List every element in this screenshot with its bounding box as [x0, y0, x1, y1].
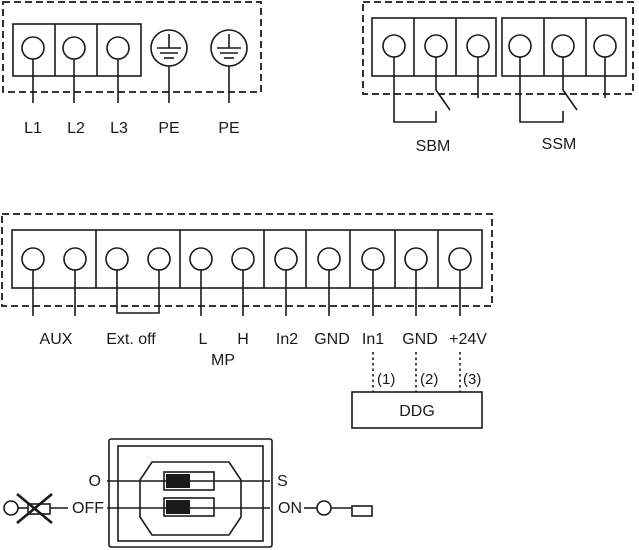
label-off: OFF: [72, 500, 104, 517]
pin-2-label: (2): [420, 371, 438, 388]
label-sbm: SBM: [416, 138, 451, 155]
watermark: catalog.onliner.by: [514, 519, 616, 534]
terminal-in2: [274, 247, 298, 271]
pin-1-label: (1): [377, 371, 395, 388]
label-l1: L1: [24, 120, 42, 137]
label-gnd-1: GND: [314, 331, 350, 348]
terminal-sbm-3: [466, 34, 490, 58]
sbm-contact: [393, 57, 479, 123]
ddg-sensor-box: [351, 391, 483, 429]
switch-recess: [139, 461, 242, 536]
label-ext-off: Ext. off: [106, 331, 156, 348]
terminal-gnd-2: [404, 247, 428, 271]
terminal-aux-1: [21, 247, 45, 271]
relay-housing-dashed-border: [362, 1, 634, 95]
label-l2: L2: [67, 120, 85, 137]
label-in2: In2: [276, 331, 298, 348]
control-terminal-block: AUX Ext. off L H In2 GND In1 GND +24V MP…: [1, 213, 493, 429]
sbm-terminal-strip: [371, 17, 497, 77]
label-pe-2: PE: [218, 120, 239, 137]
terminal-l3: [106, 36, 130, 60]
label-l: L: [199, 331, 208, 348]
pin-3-label: (3): [463, 371, 481, 388]
switch-outer-frame: [108, 438, 273, 548]
terminal-l1: [21, 36, 45, 60]
terminal-in1: [361, 247, 385, 271]
label-on: ON: [278, 500, 302, 517]
switch-2-slot: [163, 497, 215, 517]
terminal-ssm-3: [593, 34, 617, 58]
terminal-ssm-2: [551, 34, 575, 58]
label-gnd-2: GND: [402, 331, 438, 348]
label-l3: L3: [110, 120, 128, 137]
off-crossed-switch-icon: [3, 492, 68, 525]
terminal-sbm-2: [424, 34, 448, 58]
ground-terminal-1: [150, 29, 188, 103]
label-s: S: [277, 473, 288, 490]
control-housing-dashed-border: [1, 213, 493, 307]
terminal-l2: [62, 36, 86, 60]
terminal-ssm-1: [508, 34, 532, 58]
terminal-mp-l: [189, 247, 213, 271]
label-aux: AUX: [40, 331, 73, 348]
ssm-contact: [519, 57, 606, 123]
terminal-sbm-1: [382, 34, 406, 58]
label-24v: +24V: [449, 331, 487, 348]
ext-off-jumper: [116, 270, 160, 314]
terminal-gnd-1: [317, 247, 341, 271]
ssm-terminal-strip: [501, 17, 627, 77]
dip-switch-module: O OFF S ON: [3, 438, 373, 548]
label-ssm: SSM: [542, 136, 577, 153]
label-pe-1: PE: [158, 120, 179, 137]
relay-terminal-block: SBM SSM: [362, 1, 634, 155]
mains-housing-dashed-border: [2, 1, 262, 93]
terminal-ext-off-2: [147, 247, 171, 271]
label-h: H: [237, 331, 249, 348]
terminal-ext-off-1: [105, 247, 129, 271]
switch-2-knob: [166, 500, 190, 514]
terminal-mp-h: [231, 247, 255, 271]
ground-terminal-2: [210, 29, 248, 103]
control-terminal-strip: [11, 229, 483, 289]
switch-inner-frame: [117, 445, 264, 542]
label-o: O: [89, 473, 101, 490]
mains-terminal-block: L1 L2 L3 PE PE: [2, 1, 262, 137]
mains-terminal-strip: [12, 23, 142, 77]
label-ddg: DDG: [399, 403, 435, 420]
terminal-24v: [448, 247, 472, 271]
terminal-aux-2: [63, 247, 87, 271]
label-mp: MP: [211, 352, 235, 369]
on-switch-icon: [304, 500, 373, 517]
label-in1: In1: [362, 331, 384, 348]
